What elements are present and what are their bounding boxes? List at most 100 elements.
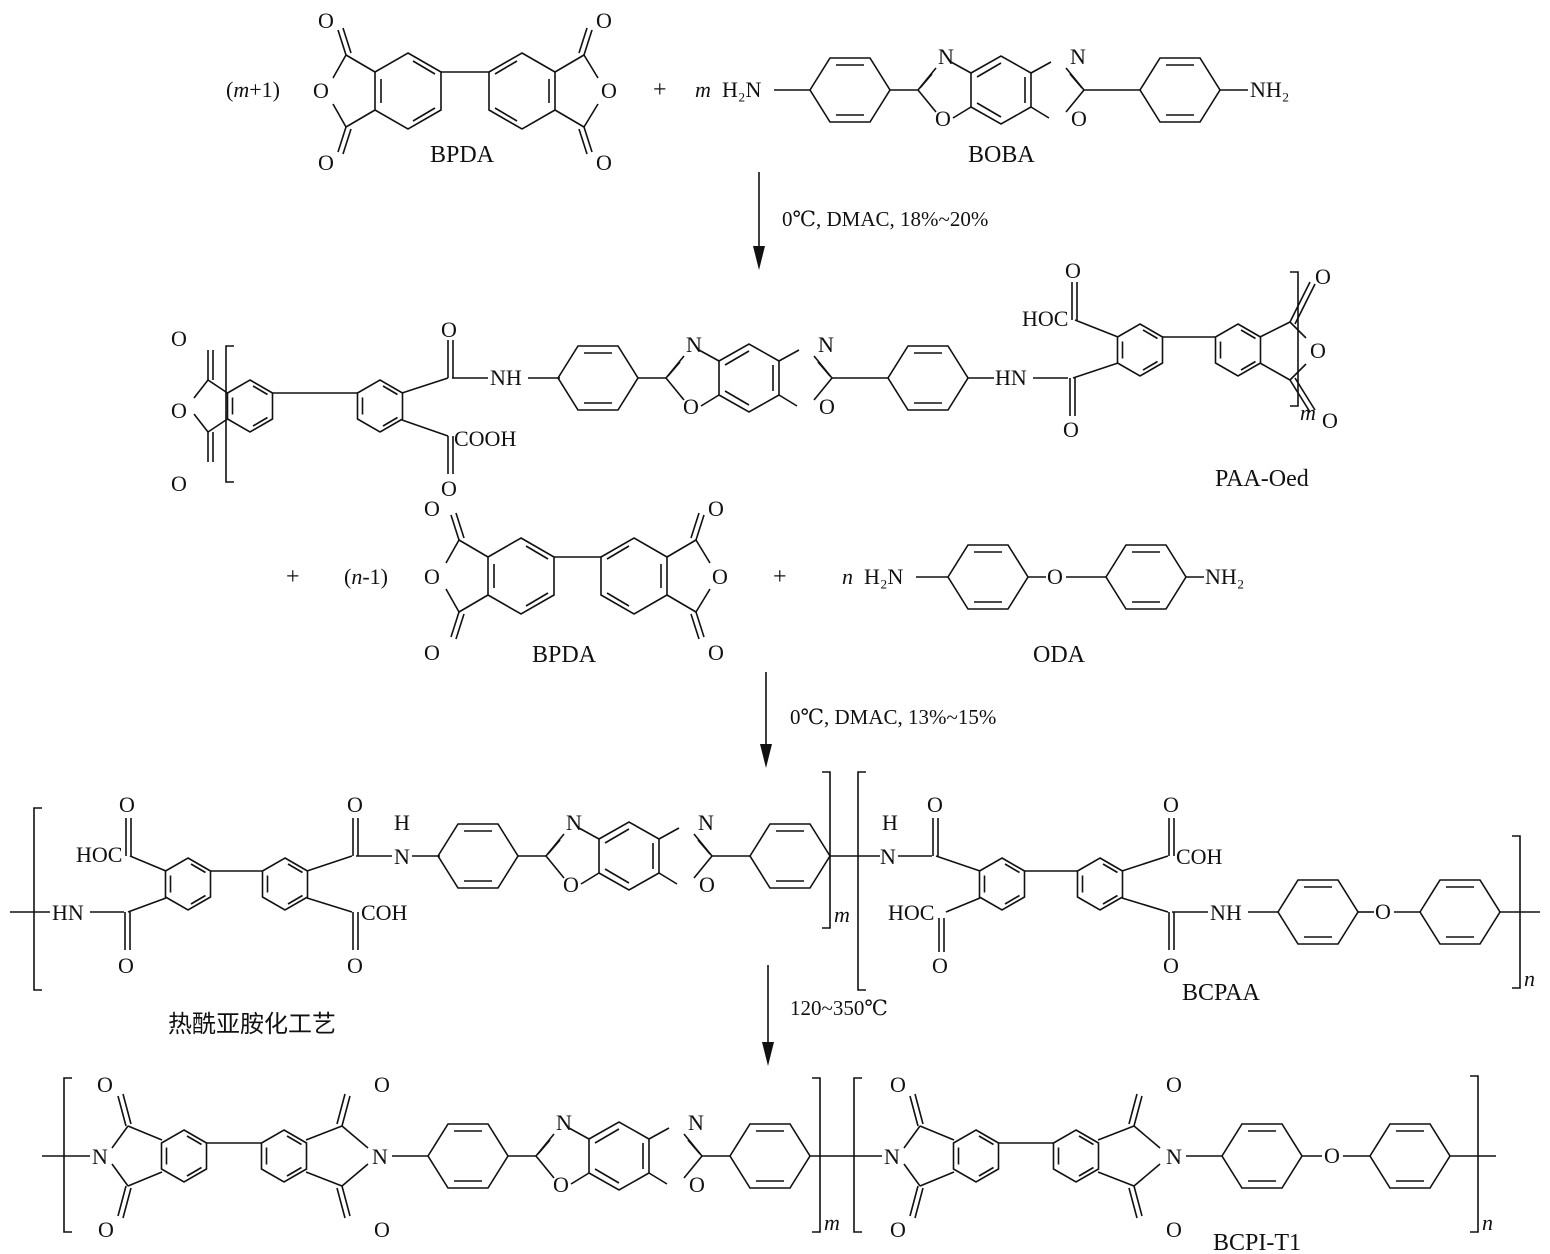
svg-text:O: O: [1071, 106, 1087, 131]
svg-text:O: O: [932, 953, 948, 978]
svg-text:O: O: [1322, 408, 1338, 433]
svg-text:O: O: [424, 564, 440, 589]
svg-text:N: N: [566, 810, 582, 835]
svg-text:NH₂: NH₂: [1205, 564, 1244, 589]
svg-text:N: N: [92, 1144, 108, 1169]
bpda-label-1: BPDA: [430, 142, 495, 168]
step-1-conditions: 0℃, DMAC, 18%~20%: [782, 207, 988, 231]
bpda-label-2: BPDA: [532, 642, 597, 668]
paa-oed-structure: O O O O NH O COOH N O N O HN O O: [171, 258, 1338, 501]
svg-text:O: O: [1163, 792, 1179, 817]
arrow-step-2: 0℃, DMAC, 13%~15%: [760, 672, 996, 768]
svg-text:HN: HN: [995, 365, 1027, 390]
coef-bpda-2: (n-1): [344, 564, 388, 589]
svg-text:NH: NH: [1210, 900, 1242, 925]
paa-oed-label: PAA-Oed: [1215, 466, 1309, 492]
svg-text:HOC: HOC: [1022, 306, 1068, 331]
svg-text:O: O: [374, 1217, 390, 1242]
svg-text:N: N: [394, 844, 410, 869]
svg-text:H: H: [394, 810, 410, 835]
step-3-conditions: 120~350℃: [790, 996, 888, 1020]
svg-text:O: O: [1315, 264, 1331, 289]
svg-text:O: O: [683, 394, 699, 419]
svg-text:O: O: [374, 1072, 390, 1097]
svg-text:O: O: [347, 953, 363, 978]
arrow-step-1: 0℃, DMAC, 18%~20%: [753, 172, 988, 270]
svg-text:O: O: [601, 78, 617, 103]
svg-text:O: O: [708, 496, 724, 521]
svg-text:H₂N: H₂N: [864, 564, 904, 589]
svg-text:O: O: [171, 471, 187, 496]
coef-oda: n: [842, 564, 853, 589]
svg-text:N: N: [556, 1110, 572, 1135]
boba-structure: m H₂N N O N O NH₂: [695, 44, 1289, 131]
boba-label: BOBA: [968, 142, 1035, 168]
svg-text:O: O: [1166, 1072, 1182, 1097]
svg-text:O: O: [890, 1217, 906, 1242]
svg-text:O: O: [712, 564, 728, 589]
svg-text:O: O: [171, 398, 187, 423]
bpda-structure-1: O O O O O O: [313, 8, 617, 175]
svg-text:O: O: [424, 496, 440, 521]
thermal-imidization-note: 热酰亚胺化工艺: [168, 1010, 336, 1038]
svg-text:N: N: [372, 1144, 388, 1169]
svg-text:N: N: [818, 332, 834, 357]
svg-text:O: O: [1163, 953, 1179, 978]
bcpaa-structure: HN O O HOC O N H O COH H N O N O m: [10, 771, 1540, 991]
svg-text:O: O: [1375, 899, 1391, 924]
svg-text:HOC: HOC: [888, 900, 934, 925]
bcpaa-sub-m: m: [834, 902, 850, 927]
svg-text:O: O: [1047, 564, 1063, 589]
svg-text:N: N: [688, 1110, 704, 1135]
arrow-step-3: 120~350℃: [762, 965, 888, 1066]
svg-text:COH: COH: [361, 900, 408, 925]
row-reactants-1: (m+1) O O O: [226, 8, 1289, 175]
svg-text:O: O: [596, 8, 612, 33]
svg-text:O: O: [689, 1172, 705, 1197]
svg-text:N: N: [884, 1144, 900, 1169]
svg-text:O: O: [318, 8, 334, 33]
svg-text:H: H: [882, 810, 898, 835]
svg-text:HOC: HOC: [76, 842, 122, 867]
svg-text:O: O: [935, 106, 951, 131]
svg-text:O: O: [1065, 258, 1081, 283]
svg-text:N: N: [686, 332, 702, 357]
svg-text:O: O: [98, 1217, 114, 1242]
coef-bpda-1: (m+1): [226, 77, 280, 102]
svg-text:O: O: [890, 1072, 906, 1097]
svg-text:O: O: [819, 394, 835, 419]
svg-text:COOH: COOH: [454, 426, 516, 451]
svg-text:N: N: [938, 44, 954, 69]
svg-text:O: O: [119, 792, 135, 817]
row-reactants-2: + (n-1) O O O: [286, 496, 1244, 668]
svg-text:N: N: [1166, 1144, 1182, 1169]
svg-text:O: O: [441, 317, 457, 342]
svg-text:N: N: [698, 810, 714, 835]
svg-text:O: O: [1166, 1217, 1182, 1242]
oda-label: ODA: [1033, 642, 1086, 668]
svg-text:O: O: [1310, 338, 1326, 363]
svg-text:COH: COH: [1176, 844, 1223, 869]
svg-text:O: O: [97, 1072, 113, 1097]
bcpi-t1-label: BCPI-T1: [1213, 1230, 1301, 1254]
svg-text:O: O: [553, 1172, 569, 1197]
bcpaa-label: BCPAA: [1182, 980, 1260, 1006]
plus-sign-2: +: [286, 564, 300, 590]
svg-text:O: O: [318, 150, 334, 175]
svg-text:O: O: [171, 326, 187, 351]
nh2-group: NH₂: [1250, 77, 1289, 102]
oda-structure: n H₂N O NH₂: [842, 544, 1244, 610]
svg-text:O: O: [699, 872, 715, 897]
svg-text:N: N: [1070, 44, 1086, 69]
bcpi-t1-structure: N O O O O N N O N O m N: [42, 1072, 1496, 1242]
bcpi-sub-m: m: [824, 1210, 840, 1235]
svg-text:O: O: [596, 150, 612, 175]
plus-sign-1: +: [653, 77, 667, 103]
svg-text:HN: HN: [52, 900, 84, 925]
svg-text:O: O: [441, 476, 457, 501]
svg-text:N: N: [880, 844, 896, 869]
step-2-conditions: 0℃, DMAC, 13%~15%: [790, 705, 996, 729]
svg-text:NH: NH: [490, 365, 522, 390]
bcpaa-sub-n: n: [1524, 966, 1535, 991]
